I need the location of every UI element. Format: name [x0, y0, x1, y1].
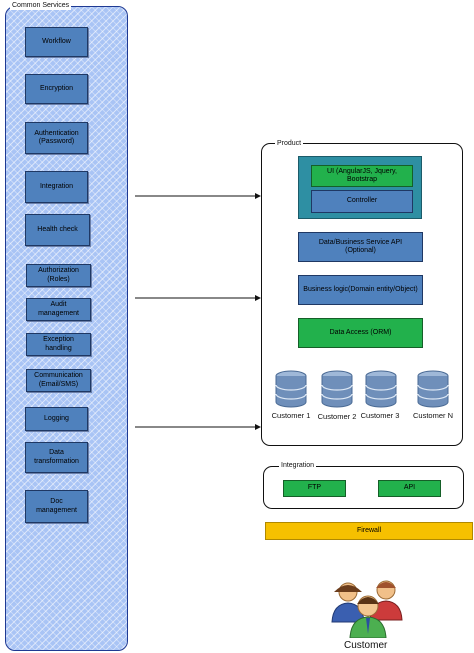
database-label-customer-n: Customer N — [412, 411, 453, 420]
database-label-customer-1: Customer 1 — [271, 411, 311, 420]
service-doc-management: Doc management — [25, 490, 88, 523]
business-logic-box: Business logic(Domain entity/Object) — [298, 275, 423, 305]
service-data-transformation: Data transformation — [25, 442, 88, 473]
database-icon — [320, 370, 354, 413]
controller-box: Controller — [311, 190, 413, 213]
customer-label: Customer — [344, 640, 388, 651]
database-label-customer-2: Customer 2 — [317, 412, 357, 421]
product-title: Product — [275, 139, 304, 148]
database-icon — [364, 370, 398, 413]
data-service-api-box: Data/Business Service API (Optional) — [298, 232, 423, 262]
people-icon — [328, 578, 408, 643]
database-icon — [416, 370, 450, 413]
service-integration: Integration — [25, 171, 88, 203]
service-exception-handling: Exception handling — [26, 333, 91, 356]
common-services-panel — [5, 6, 128, 651]
service-health-check: Health check — [25, 214, 90, 246]
service-logging: Logging — [25, 407, 88, 431]
database-label-customer-3: Customer 3 — [360, 411, 400, 420]
api-box: API — [378, 480, 441, 497]
service-authentication: Authentication (Password) — [25, 122, 88, 154]
database-icon — [274, 370, 308, 413]
ftp-box: FTP — [283, 480, 346, 497]
ui-box: UI (AngularJS, Jquery, Bootstrap — [311, 165, 413, 187]
service-audit-management: Audit management — [26, 298, 91, 321]
data-access-box: Data Access (ORM) — [298, 318, 423, 348]
integration-title: Integration — [279, 461, 317, 470]
service-authorization: Authorization (Roles) — [26, 264, 91, 287]
firewall-bar: Firewall — [265, 522, 473, 540]
service-encryption: Encryption — [25, 74, 88, 104]
service-communication: Communication (Email/SMS) — [26, 369, 91, 392]
common-services-title: Common Services — [10, 1, 72, 10]
service-workflow: Workflow — [25, 27, 88, 57]
